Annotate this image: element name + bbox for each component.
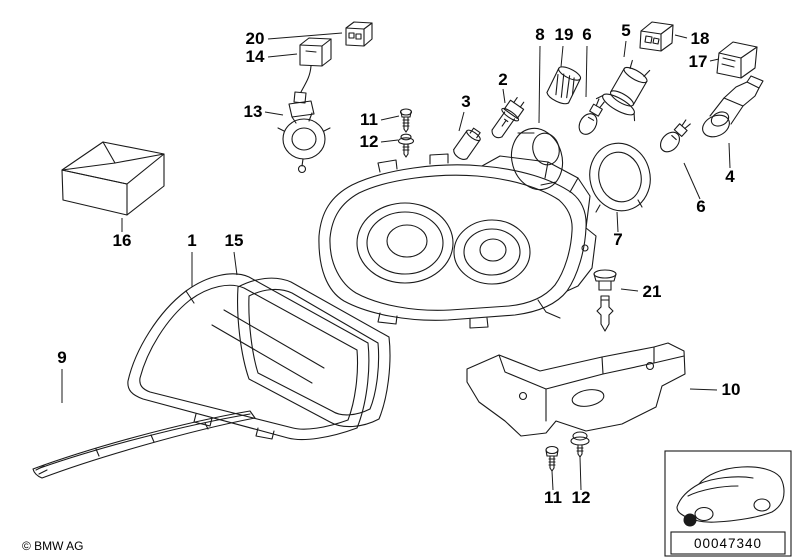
leader-19 bbox=[560, 45, 564, 68]
callout-7[interactable]: 7 bbox=[613, 230, 622, 249]
part-2-bulb-drawing bbox=[491, 97, 525, 139]
callout-12-top[interactable]: 12 bbox=[360, 132, 379, 151]
callout-14[interactable]: 14 bbox=[246, 47, 265, 66]
part-20-connector-drawing bbox=[345, 21, 373, 47]
part-11-screw-top-drawing bbox=[399, 108, 413, 133]
part-19-cap-drawing bbox=[546, 66, 582, 105]
callout-17[interactable]: 17 bbox=[689, 52, 708, 71]
copyright-text: © BMW AG bbox=[22, 539, 84, 553]
car-thumbnail-drawing bbox=[676, 466, 785, 523]
part-21-clip-drawing bbox=[593, 269, 617, 332]
callout-6-b[interactable]: 6 bbox=[696, 197, 705, 216]
part-18-connector-drawing bbox=[639, 21, 674, 52]
plate-number: 00047340 bbox=[694, 536, 762, 551]
leader-12b bbox=[579, 456, 582, 491]
callout-5[interactable]: 5 bbox=[621, 21, 630, 40]
leader-17 bbox=[709, 58, 720, 62]
part-3-bulb-drawing bbox=[453, 127, 481, 160]
callout-13[interactable]: 13 bbox=[244, 102, 263, 121]
leader-15 bbox=[233, 251, 238, 276]
callout-18[interactable]: 18 bbox=[691, 29, 710, 48]
callout-12-bottom[interactable]: 12 bbox=[572, 488, 591, 507]
part-14-relay-drawing bbox=[293, 37, 332, 104]
part-12-screw-bottom-drawing bbox=[570, 431, 590, 458]
callout-11-top[interactable]: 11 bbox=[360, 110, 378, 129]
callout-19[interactable]: 19 bbox=[555, 25, 574, 44]
callout-21[interactable]: 21 bbox=[643, 282, 662, 301]
part-15-seal-drawing bbox=[237, 277, 391, 428]
part-5-socket-drawing bbox=[595, 59, 651, 122]
part-13-motor-drawing bbox=[277, 100, 331, 174]
diagram-line-art bbox=[32, 21, 764, 479]
callout-2[interactable]: 2 bbox=[498, 70, 507, 89]
leader-7 bbox=[616, 211, 619, 233]
callout-6-a[interactable]: 6 bbox=[582, 25, 591, 44]
leader-21 bbox=[620, 288, 639, 292]
callout-16[interactable]: 16 bbox=[113, 231, 132, 250]
leader-6a bbox=[585, 45, 588, 98]
plate-frame bbox=[664, 450, 792, 557]
part-17-connector-drawing bbox=[716, 41, 758, 79]
leader-2 bbox=[502, 88, 506, 104]
callout-20[interactable]: 20 bbox=[246, 29, 265, 48]
part-16-box-drawing bbox=[61, 141, 165, 216]
callout-10[interactable]: 10 bbox=[722, 380, 741, 399]
part-7-gasket-drawing bbox=[589, 142, 651, 213]
callout-11-bottom[interactable]: 11 bbox=[544, 488, 562, 507]
callout-9[interactable]: 9 bbox=[57, 348, 66, 367]
plate-number-box bbox=[670, 531, 786, 555]
callout-8[interactable]: 8 bbox=[535, 25, 544, 44]
leader-6b bbox=[683, 162, 701, 200]
part-1-lens-drawing bbox=[127, 273, 370, 441]
part-9-trim-strip-drawing bbox=[32, 410, 256, 479]
leader-10 bbox=[689, 388, 718, 391]
leader-11b bbox=[551, 470, 554, 491]
leader-12a bbox=[380, 139, 399, 143]
part-12-screw-top-drawing bbox=[397, 133, 415, 158]
part-6-bulb-a-drawing bbox=[578, 98, 605, 135]
part-6-bulb-b-drawing bbox=[659, 119, 691, 153]
leader-5 bbox=[623, 40, 627, 58]
leader-11a bbox=[380, 115, 400, 121]
leader-13 bbox=[264, 111, 284, 116]
callout-3[interactable]: 3 bbox=[461, 92, 470, 111]
diagram-plate: 00047340 bbox=[664, 450, 792, 557]
leader-18 bbox=[674, 34, 688, 39]
callout-1[interactable]: 1 bbox=[187, 231, 196, 250]
part-11-screw-bottom-drawing bbox=[545, 445, 559, 472]
callout-4[interactable]: 4 bbox=[725, 167, 735, 186]
headlight-location-dot bbox=[683, 513, 697, 527]
callout-numbers: 20 14 13 16 11 12 2 3 8 19 6 5 18 17 4 6… bbox=[57, 21, 740, 507]
part-4-socket-drawing bbox=[702, 75, 764, 138]
leader-3 bbox=[458, 111, 465, 132]
leader-4 bbox=[728, 142, 731, 169]
leader-14 bbox=[267, 53, 298, 58]
part-8-shield-drawing bbox=[510, 127, 564, 191]
callout-leader-lines bbox=[61, 32, 731, 491]
leader-20 bbox=[267, 32, 343, 40]
leader-8 bbox=[538, 45, 541, 124]
part-10-bracket-drawing bbox=[466, 342, 686, 437]
callout-15[interactable]: 15 bbox=[225, 231, 244, 250]
headlight-housing-drawing bbox=[318, 153, 597, 329]
